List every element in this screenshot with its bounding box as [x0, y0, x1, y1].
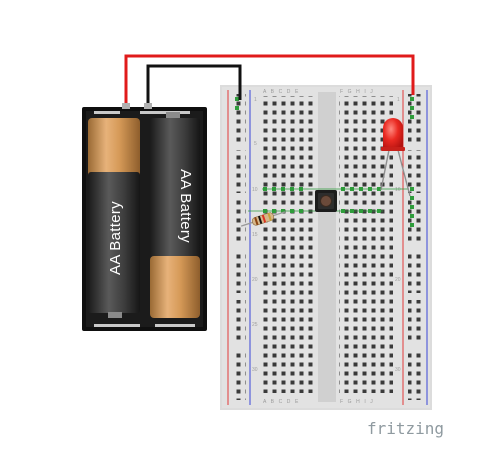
led-leg-cathode — [380, 149, 390, 191]
column-letters-bottom-left: A B C D E — [263, 399, 300, 405]
resistor — [240, 211, 286, 227]
push-button — [315, 190, 337, 212]
terminal-holes-left — [261, 96, 315, 393]
row-number: 10 — [395, 187, 401, 193]
battery-cell-1-label: AA Battery — [107, 201, 124, 275]
row-number: 15 — [252, 232, 258, 238]
contact-bottom-right — [155, 324, 195, 327]
led — [380, 118, 411, 197]
terminal-black — [144, 103, 152, 109]
button-cap — [320, 195, 332, 207]
row-number: 5 — [254, 141, 257, 147]
led-body — [383, 118, 403, 150]
red-wire — [124, 54, 415, 107]
battery-cell-1: AA Battery — [88, 118, 140, 318]
contact-bottom-left — [94, 324, 140, 327]
row-number: 1 — [254, 97, 257, 103]
black-wire — [146, 64, 242, 107]
terminal-red — [122, 103, 130, 109]
row-number: 30 — [252, 367, 258, 373]
column-letters-bottom-right: F G H I J — [340, 399, 374, 405]
column-letters-top-right: F G H I J — [340, 89, 374, 95]
row-number: 20 — [252, 277, 258, 283]
center-channel — [318, 92, 336, 402]
battery-cell-2: AA Battery — [150, 112, 200, 318]
row-number: 10 — [252, 187, 258, 193]
contact-top-left — [94, 111, 120, 114]
led-leg-anode — [397, 149, 411, 197]
column-letters-top-left: A B C D E — [263, 89, 300, 95]
led-rim — [381, 147, 405, 151]
contact-top-right — [140, 111, 190, 114]
fritzing-logo: fritzing — [367, 419, 445, 438]
row-number: 20 — [395, 277, 401, 283]
row-number: 30 — [395, 367, 401, 373]
row-number: 1 — [397, 97, 400, 103]
battery-cell-2-label: AA Battery — [177, 169, 194, 243]
rail-gaps — [232, 143, 422, 350]
row-number: 25 — [252, 322, 258, 328]
battery-pack: AA Battery AA Battery — [82, 103, 207, 331]
